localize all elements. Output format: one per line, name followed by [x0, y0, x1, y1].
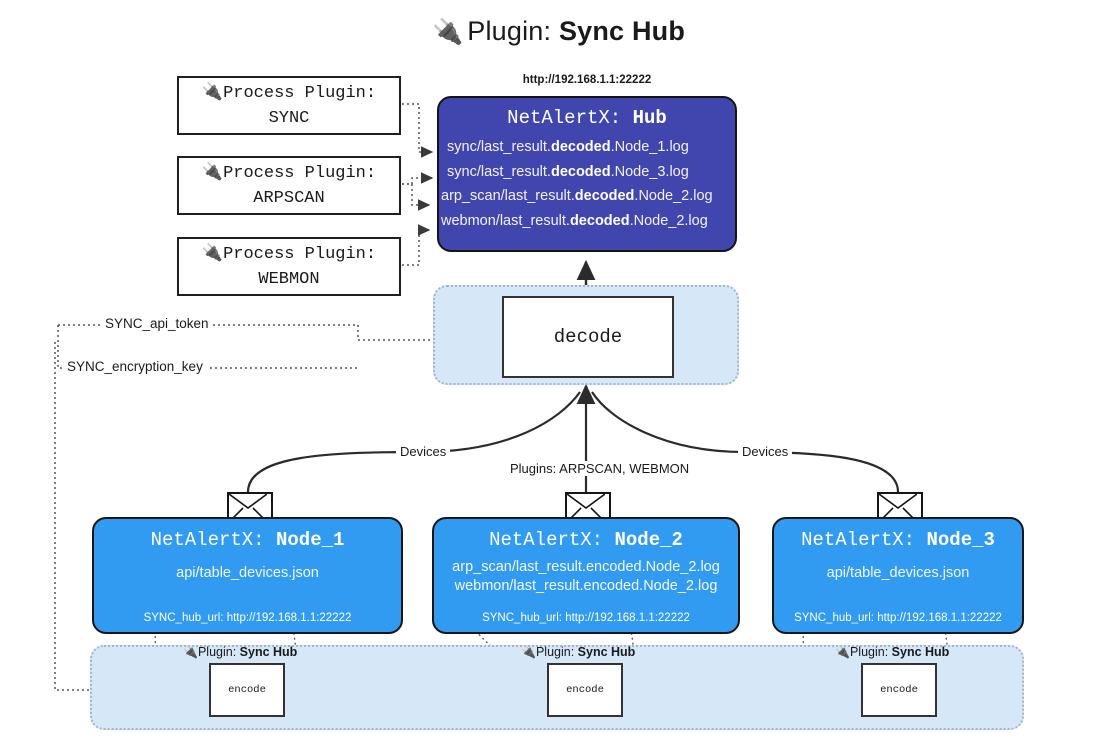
encode-label: encode: [228, 684, 266, 696]
plug-icon: 🔌: [183, 645, 198, 659]
node-url-label: SYNC_hub_url: http://192.168.1.1:22222: [794, 612, 1002, 624]
process-plugin-label: Process Plugin:: [223, 163, 377, 183]
node-title: NetAlertX: Node_1: [150, 529, 345, 551]
edge-label-plugins: Plugins: ARPSCAN, WEBMON: [506, 461, 694, 476]
sync-api-token-label: SYNC_api_token: [101, 316, 213, 331]
encoder-plugin-label: 🔌Plugin: Sync Hub: [835, 645, 950, 659]
node-box-node-2[interactable]: NetAlertX: Node_2 arp_scan/last_result.e…: [432, 517, 740, 634]
node-line: webmon/last_result.encoded.Node_2.log: [454, 578, 718, 594]
process-plugin-label: Process Plugin:: [223, 244, 377, 264]
hub-title: NetAlertX: Hub: [439, 107, 735, 129]
node-title: NetAlertX: Node_3: [801, 529, 995, 551]
hub-logline: arp_scan/last_result.decoded.Node_2.log: [441, 188, 713, 204]
decode-label: decode: [553, 326, 623, 348]
node-box-node-1[interactable]: NetAlertX: Node_1 api/table_devices.json…: [92, 517, 403, 634]
encoder-plugin-label: 🔌Plugin: Sync Hub: [183, 645, 298, 659]
page-title-name: Sync Hub: [558, 16, 686, 46]
process-plugin-label: Process Plugin:: [223, 83, 377, 103]
edge-label-devices-right: Devices: [738, 444, 793, 459]
encode-label: encode: [566, 684, 604, 696]
node-line: arp_scan/last_result.encoded.Node_2.log: [452, 559, 720, 575]
node-url-label: SYNC_hub_url: http://192.168.1.1:22222: [143, 612, 352, 624]
plug-icon: 🔌: [431, 18, 464, 46]
encode-box[interactable]: encode: [547, 663, 623, 717]
node-line: api/table_devices.json: [826, 565, 970, 581]
process-plugin-name: ARPSCAN: [253, 188, 325, 208]
plug-icon: 🔌: [835, 645, 850, 659]
encode-label: encode: [880, 684, 918, 696]
hub-title-name: Hub: [632, 107, 667, 129]
node-line: api/table_devices.json: [176, 565, 319, 581]
plug-icon: 🔌: [201, 244, 224, 264]
plug-icon: 🔌: [521, 645, 536, 659]
edge-label-devices-left: Devices: [396, 444, 451, 459]
process-plugin-name: WEBMON: [258, 269, 320, 289]
hub-logline: sync/last_result.decoded.Node_1.log: [447, 139, 689, 155]
sync-encryption-key-label: SYNC_encryption_key: [63, 359, 207, 374]
hub-node[interactable]: NetAlertX: Hub sync/last_result.decoded.…: [437, 96, 737, 252]
encode-box[interactable]: encode: [209, 663, 285, 717]
hub-logline: webmon/last_result.decoded.Node_2.log: [441, 212, 708, 229]
node-url-label: SYNC_hub_url: http://192.168.1.1:22222: [482, 612, 690, 624]
node-box-node-3[interactable]: NetAlertX: Node_3 api/table_devices.json…: [772, 517, 1024, 634]
node-title: NetAlertX: Node_2: [489, 529, 683, 551]
page-title-prefix: Plugin:: [467, 16, 552, 46]
plug-icon: 🔌: [201, 163, 224, 183]
hub-url-label: http://192.168.1.1:22222: [522, 74, 652, 86]
process-plugin-box-arpscan[interactable]: 🔌Process Plugin: ARPSCAN: [177, 156, 401, 215]
encode-box[interactable]: encode: [861, 663, 937, 717]
page-title: 🔌Plugin: Sync Hub: [0, 16, 1117, 47]
hub-title-prefix: NetAlertX:: [507, 107, 622, 129]
encoder-plugin-label: 🔌Plugin: Sync Hub: [521, 645, 636, 659]
process-plugin-box-webmon[interactable]: 🔌Process Plugin: WEBMON: [177, 237, 401, 296]
decode-box[interactable]: decode: [502, 296, 674, 378]
plug-icon: 🔌: [201, 83, 224, 103]
process-plugin-box-sync[interactable]: 🔌Process Plugin: SYNC: [177, 76, 401, 135]
process-plugin-name: SYNC: [268, 108, 310, 128]
hub-logline: sync/last_result.decoded.Node_3.log: [447, 163, 689, 180]
